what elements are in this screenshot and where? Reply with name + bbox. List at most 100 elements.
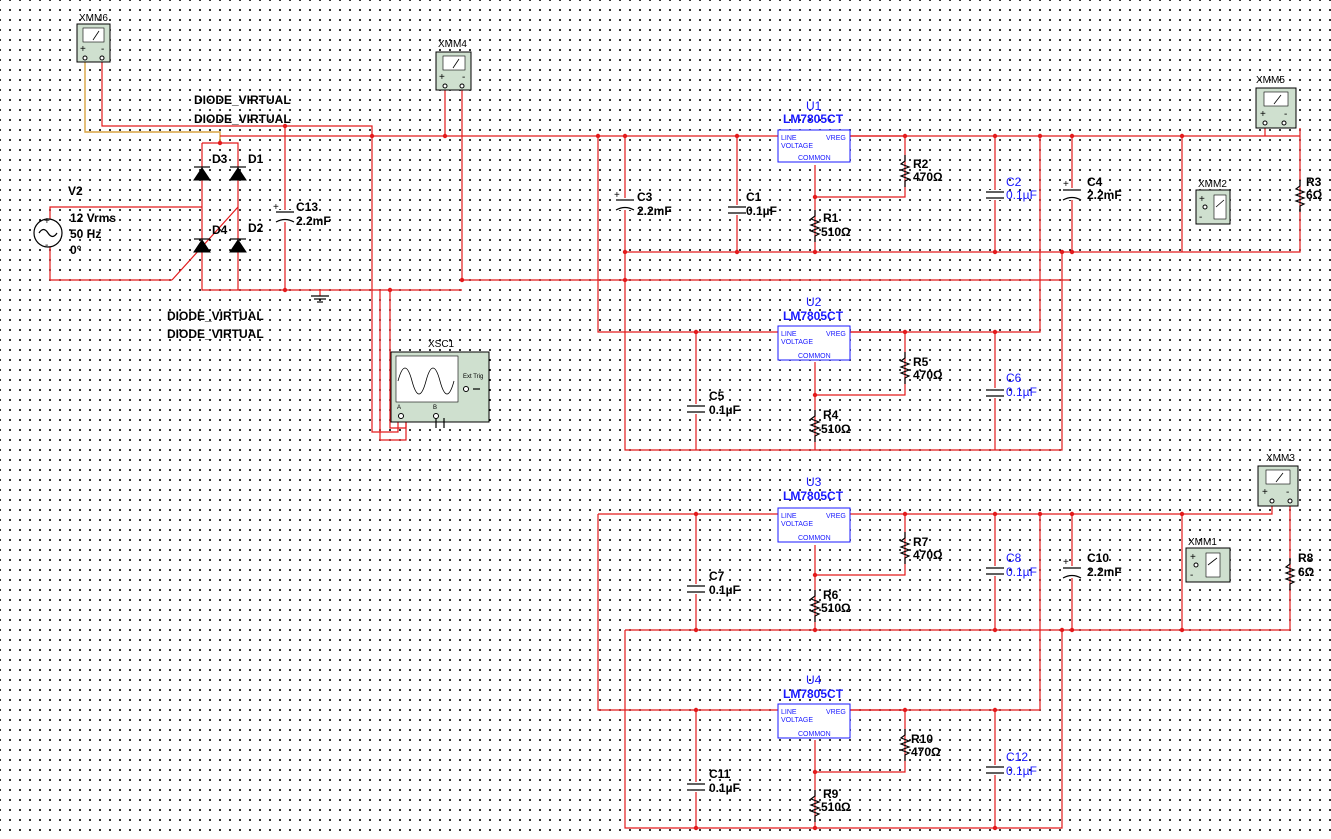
svg-text:VOLTAGE: VOLTAGE [781,339,813,346]
svg-text:R10: R10 [911,732,933,746]
svg-text:LINE: LINE [781,709,797,716]
svg-text:0.1µF: 0.1µF [1006,565,1037,579]
svg-text:XMM6: XMM6 [79,13,108,24]
capacitor-c2[interactable]: C2 0.1µF [986,175,1037,202]
svg-text:+: + [1262,487,1268,498]
svg-text:+: + [1063,179,1069,190]
ground-symbol[interactable] [311,295,329,303]
svg-text:0.1µF: 0.1µF [1006,764,1037,778]
svg-text:-: - [1284,109,1287,120]
u2-part: LM7805CT [783,309,844,323]
capacitor-c6[interactable]: C6 0.1µF [986,371,1037,399]
resistor-r1[interactable]: R1 510Ω [809,210,851,242]
svg-text:XMM3: XMM3 [1266,453,1295,464]
svg-text:C5: C5 [709,389,725,403]
resistor-r7[interactable]: R7 470Ω [899,532,943,564]
svg-text:Ext Trig: Ext Trig [463,374,483,380]
capacitor-c1[interactable]: C1 0.1µF [728,190,777,218]
diode-d4-label: D4 [212,223,228,237]
source-phase: 0° [70,243,82,257]
svg-text:0.1µF: 0.1µF [709,583,740,597]
multimeter-xmm6[interactable]: XMM6 +- [76,13,111,63]
diode-d2-label: D2 [248,221,264,235]
resistor-r9[interactable]: R9 510Ω [809,787,851,822]
svg-text:0.1µF: 0.1µF [746,204,777,218]
resistor-r4[interactable]: R4 510Ω [809,408,851,442]
svg-text:0.1µF: 0.1µF [1006,385,1037,399]
source-voltage: 12 Vrms [70,211,116,225]
regulator-u3[interactable]: LINE VOLTAGE VREG COMMON U3 LM7805CT [777,475,851,543]
c13-name: C13 [296,200,318,214]
resistor-r5[interactable]: R5 470Ω [899,352,943,384]
svg-text:LINE: LINE [781,513,797,520]
svg-text:+: + [1199,194,1205,205]
svg-text:C8: C8 [1006,551,1022,565]
capacitor-c12[interactable]: C12 0.1µF [986,750,1037,778]
svg-text:+: + [439,72,445,83]
svg-text:510Ω: 510Ω [821,422,851,436]
capacitor-c13[interactable]: + C13 2.2mF [273,200,331,228]
capacitor-c11[interactable]: C11 0.1µF [687,767,740,795]
svg-text:2.2mF: 2.2mF [1087,188,1122,202]
diode-d1-label: D1 [248,152,264,166]
svg-text:510Ω: 510Ω [821,601,851,615]
regulator-u2[interactable]: LINE VOLTAGE VREG COMMON U2 LM7805CT [777,295,851,361]
resistor-r8[interactable]: R8 6Ω [1284,551,1315,590]
svg-text:VREG: VREG [826,709,846,716]
svg-text:C4: C4 [1087,175,1103,189]
svg-text:VOLTAGE: VOLTAGE [781,143,813,150]
u3-part: LM7805CT [783,489,844,503]
diode-bottom-label-1: DIODE_VIRTUAL [167,309,264,323]
regulator-u1[interactable]: LINE VOLTAGE VREG COMMON U1 LM7805CT [777,99,851,163]
c13-value: 2.2mF [296,214,331,228]
svg-text:6Ω: 6Ω [1298,565,1315,579]
svg-text:VOLTAGE: VOLTAGE [781,717,813,724]
svg-text:A: A [397,405,401,411]
svg-text:R9: R9 [823,787,839,801]
capacitor-c7[interactable]: C7 0.1µF [687,569,740,597]
svg-text:XMM1: XMM1 [1188,537,1217,548]
svg-text:-: - [462,72,465,83]
capacitor-c4[interactable]: + C4 2.2mF [1062,175,1122,202]
svg-text:R4: R4 [823,408,839,422]
multimeter-xmm5[interactable]: XMM5 +- [1255,75,1297,129]
svg-text:+: + [273,202,279,213]
svg-text:C2: C2 [1006,175,1022,189]
u1-part: LM7805CT [783,112,844,126]
multimeter-xmm4[interactable]: XMM4 + - [435,39,472,91]
resistor-r2[interactable]: R2 470Ω [899,155,943,187]
svg-text:COMMON: COMMON [798,535,831,542]
diode-bridge[interactable]: D3 D1 D4 D2 DIODE_VIRTUAL DIODE_VIRTUAL … [167,93,291,341]
ac-source-v2[interactable]: + - V2 12 Vrms 50 Hz 0° [33,184,116,257]
regulator-u4[interactable]: LINE VOLTAGE VREG COMMON U4 LM7805CT [777,673,851,739]
multimeter-xmm3[interactable]: XMM3 +- [1257,453,1299,507]
svg-text:C1: C1 [746,190,762,204]
resistor-r3[interactable]: R3 6Ω [1294,175,1323,212]
capacitor-c3[interactable]: + C3 2.2mF [614,190,672,218]
svg-text:COMMON: COMMON [798,731,831,738]
capacitor-c10[interactable]: + C10 2.2mF [1062,551,1122,579]
svg-text:2.2mF: 2.2mF [1087,565,1122,579]
multimeter-xmm1[interactable]: XMM1 +- [1185,537,1231,583]
oscilloscope-xsc1[interactable]: XSC1 Ext Trig A B [390,339,490,428]
source-name: V2 [68,184,83,198]
svg-text:510Ω: 510Ω [821,800,851,814]
svg-text:XSC1: XSC1 [428,339,455,350]
resistor-r6[interactable]: R6 510Ω [809,588,851,622]
svg-text:VOLTAGE: VOLTAGE [781,521,813,528]
source-frequency: 50 Hz [70,227,101,241]
svg-text:XMM4: XMM4 [438,39,467,50]
svg-text:+: + [44,216,50,227]
svg-text:0.1µF: 0.1µF [709,781,740,795]
svg-text:-: - [101,44,104,55]
svg-text:B: B [433,405,437,411]
svg-text:VREG: VREG [826,513,846,520]
svg-text:R2: R2 [913,157,929,171]
capacitor-c5[interactable]: C5 0.1µF [687,389,740,417]
resistor-r10[interactable]: R10 470Ω [899,729,941,761]
multimeter-xmm2[interactable]: XMM2 +- [1195,179,1231,225]
diode-d3-label: D3 [212,152,228,166]
capacitor-c8[interactable]: C8 0.1µF [986,551,1037,579]
svg-text:+: + [1190,552,1196,563]
